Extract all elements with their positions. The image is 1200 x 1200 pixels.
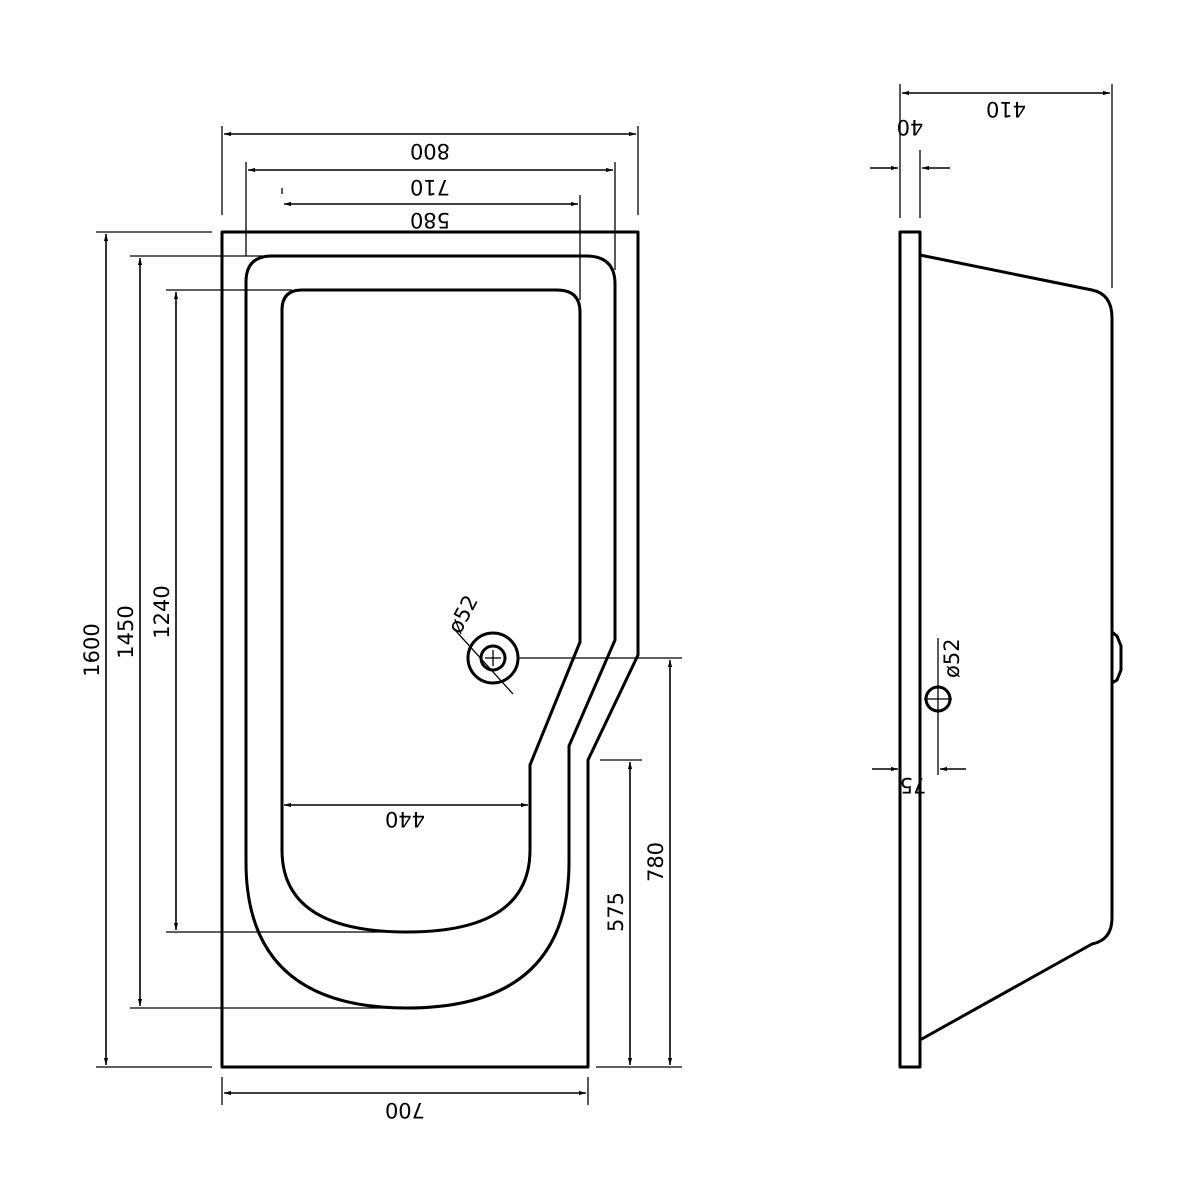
overall-length-label: 1600 <box>80 623 104 676</box>
waste-diameter-label: ø52 <box>443 591 483 637</box>
bath-outer-outline <box>220 230 640 1069</box>
bottom-width-label: 700 <box>385 1098 425 1122</box>
side-waste-offset-label: 75 <box>900 773 927 797</box>
lower-height-label: 575 <box>604 892 628 932</box>
step-height-label: 780 <box>644 842 668 882</box>
rim-width-label: 710 <box>410 175 450 199</box>
side-view: ø52 75 410 40 <box>870 84 1123 1069</box>
side-rim-label: 40 <box>897 115 924 139</box>
overall-width-label: 800 <box>410 139 450 163</box>
basin-narrow-width-label: 440 <box>385 807 425 831</box>
plan-view: ø52 800 710 580 1600 1450 1240 440 <box>80 126 682 1122</box>
rim-length-label: 1450 <box>114 605 138 658</box>
basin-width-label: 580 <box>410 208 450 232</box>
side-tub-profile <box>918 253 1114 1042</box>
side-waste-spigot <box>1110 630 1123 685</box>
side-depth-label: 410 <box>986 97 1026 121</box>
rim-outer-outline <box>244 254 617 1010</box>
side-rim-plate <box>898 230 922 1069</box>
basin-length-label: 1240 <box>150 585 174 638</box>
side-waste-diameter-label: ø52 <box>940 638 964 678</box>
basin-inner-outline <box>280 288 582 934</box>
